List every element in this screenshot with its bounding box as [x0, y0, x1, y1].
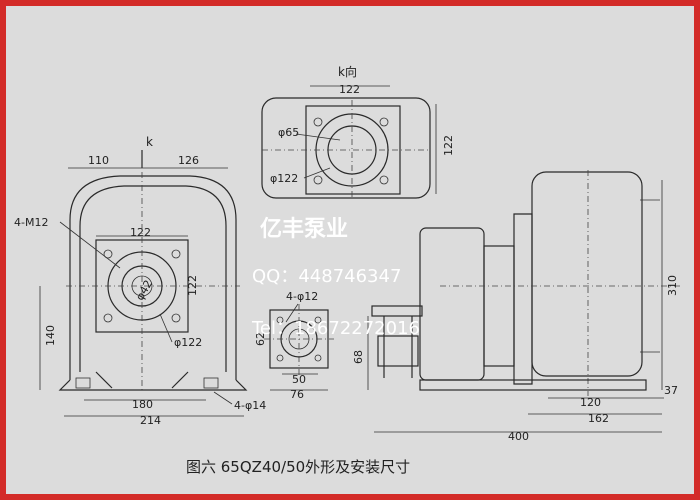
- bolt-hole: [171, 313, 181, 323]
- dim-side-height: 68: [352, 350, 365, 364]
- dim-front-flange-h: 122: [186, 275, 199, 296]
- dim-front-height: 140: [44, 325, 57, 346]
- bolt-hole: [103, 313, 113, 323]
- small-flange-view: 4-φ12 62 50 76: [254, 290, 334, 401]
- side-base: [419, 379, 647, 391]
- label-phi42: φ42: [133, 278, 155, 303]
- label-holes-12: 4-φ12: [286, 290, 318, 303]
- dim-total-length: 400: [508, 430, 529, 443]
- dim-front-left: 110: [88, 154, 109, 167]
- dim-top-width: 122: [339, 83, 360, 96]
- side-bracket: [483, 245, 515, 367]
- front-casing-inner: [79, 185, 227, 372]
- label-phi122-front: φ122: [174, 336, 202, 349]
- watermark-tel: Tel：18672272016: [251, 318, 420, 339]
- dim-right-base: 120: [580, 396, 601, 409]
- dim-small-flange-total: 76: [290, 388, 304, 401]
- bolt-hole: [276, 316, 284, 324]
- dim-front-total: 214: [140, 414, 161, 427]
- dim-front-flange-w: 122: [130, 226, 151, 239]
- watermark: 亿丰泵业 QQ：448746347 Tel：18672272016: [251, 217, 420, 339]
- k-view-outline: [261, 97, 431, 199]
- drawing-sheet: k向 122 φ65 φ122 122: [6, 6, 694, 494]
- front-view: k 110 126 122 φ42 122: [14, 135, 266, 427]
- front-base: [58, 379, 248, 391]
- label-bolt-m12: 4-M12: [14, 216, 48, 229]
- leader-line: [159, 313, 173, 343]
- dim-right-foot: 37: [664, 384, 678, 397]
- dim-right-height: 310: [666, 275, 679, 296]
- front-feet: [95, 371, 189, 389]
- side-pump-body: [419, 227, 485, 381]
- dim-small-flange-h: 62: [254, 332, 267, 346]
- dim-small-flange-w: 50: [292, 373, 306, 386]
- engineering-drawing: k向 122 φ65 φ122 122: [14, 64, 680, 476]
- k-arrow-label: k: [146, 135, 153, 149]
- bolt-hole: [313, 117, 323, 127]
- leader-line: [303, 167, 331, 179]
- front-foot-pad: [203, 377, 219, 389]
- leader-line: [213, 391, 233, 405]
- dim-front-right: 126: [178, 154, 199, 167]
- bolt-hole: [313, 175, 323, 185]
- side-inlet: [377, 335, 419, 367]
- side-view: 68 310 120 37 162 400: [352, 170, 680, 443]
- label-phi122-top: φ122: [270, 172, 298, 185]
- bolt-hole: [379, 117, 389, 127]
- side-coupling: [513, 213, 533, 385]
- bolt-hole: [314, 316, 322, 324]
- watermark-company: 亿丰泵业: [260, 217, 348, 242]
- front-foot-pad: [75, 377, 91, 389]
- figure-caption: 图六 65QZ40/50外形及安装尺寸: [186, 458, 410, 476]
- k-view-label: k向: [338, 64, 357, 79]
- bolt-hole: [171, 249, 181, 259]
- dim-top-height: 122: [442, 135, 455, 156]
- dim-right-total: 162: [588, 412, 609, 425]
- k-view: k向 122 φ65 φ122 122: [261, 64, 455, 199]
- leader-line: [285, 303, 299, 323]
- label-holes-14: 4-φ14: [234, 399, 266, 412]
- side-outlet-flange: [371, 305, 423, 317]
- k-view-circle-outer: [315, 113, 389, 187]
- watermark-qq: QQ：448746347: [252, 266, 401, 287]
- bolt-hole: [276, 354, 284, 362]
- bolt-hole: [103, 249, 113, 259]
- bolt-hole: [379, 175, 389, 185]
- bolt-hole: [314, 354, 322, 362]
- leader-line: [59, 221, 121, 269]
- dim-front-base: 180: [132, 398, 153, 411]
- side-motor: [531, 171, 643, 377]
- front-casing: [69, 175, 237, 380]
- leader-line: [295, 133, 341, 141]
- label-phi65: φ65: [278, 126, 299, 139]
